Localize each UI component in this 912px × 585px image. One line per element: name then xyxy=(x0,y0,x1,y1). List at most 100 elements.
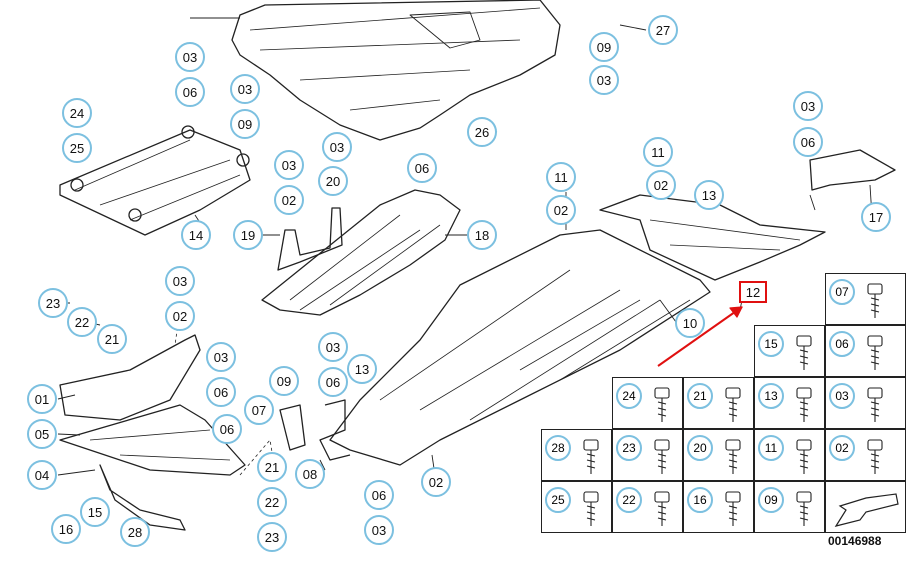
fastener-label: 11 xyxy=(758,435,784,461)
callout-04: 04 xyxy=(27,460,57,490)
fastener-cell-22: 22 xyxy=(612,481,683,533)
direction-arrow-box xyxy=(825,481,906,533)
strip-04-outline xyxy=(99,464,186,531)
callout-02: 02 xyxy=(546,195,576,225)
callout-02: 02 xyxy=(274,185,304,215)
callout-03: 03 xyxy=(318,332,348,362)
side-shield-05-outline xyxy=(59,404,246,476)
fastener-label: 09 xyxy=(758,487,784,513)
fastener-label: 25 xyxy=(545,487,571,513)
bracket-08-outline xyxy=(319,399,351,461)
fastener-label: 13 xyxy=(758,383,784,409)
callout-17: 17 xyxy=(861,202,891,232)
fastener-label: 28 xyxy=(545,435,571,461)
callout-highlighted: 12 xyxy=(739,281,767,303)
fastener-icon xyxy=(583,491,599,526)
fastener-icon xyxy=(796,491,812,526)
callout-28: 28 xyxy=(120,517,150,547)
fastener-label: 16 xyxy=(687,487,713,513)
callout-26: 26 xyxy=(467,117,497,147)
callout-11: 11 xyxy=(546,162,576,192)
callout-05: 05 xyxy=(27,419,57,449)
floor-panel-outline xyxy=(329,229,711,466)
fastener-cell-23: 23 xyxy=(612,429,683,481)
fastener-label: 20 xyxy=(687,435,713,461)
callout-03: 03 xyxy=(589,65,619,95)
fastener-label: 07 xyxy=(829,279,855,305)
fastener-cell-20: 20 xyxy=(683,429,754,481)
direction-arrow-icon xyxy=(834,493,899,527)
panel-13-outline xyxy=(599,194,826,281)
fastener-cell-06: 06 xyxy=(825,325,906,377)
fastener-label: 15 xyxy=(758,331,784,357)
fastener-icon xyxy=(583,439,599,474)
engine-shield-outline xyxy=(231,0,561,141)
callout-06: 06 xyxy=(175,77,205,107)
callout-22: 22 xyxy=(257,487,287,517)
callout-08: 08 xyxy=(295,459,325,489)
fastener-icon xyxy=(867,387,883,422)
callout-19: 19 xyxy=(233,220,263,250)
highlight-arrow xyxy=(657,306,743,367)
fastener-cell-24: 24 xyxy=(612,377,683,429)
fastener-cell-03: 03 xyxy=(825,377,906,429)
bracket-17-outline xyxy=(809,149,896,191)
fastener-icon xyxy=(654,387,670,422)
fastener-label: 23 xyxy=(616,435,642,461)
fastener-icon xyxy=(725,439,741,474)
callout-03: 03 xyxy=(175,42,205,72)
callout-06: 06 xyxy=(364,480,394,510)
callout-06: 06 xyxy=(212,414,242,444)
callout-02: 02 xyxy=(646,170,676,200)
fastener-icon xyxy=(796,387,812,422)
callout-20: 20 xyxy=(318,166,348,196)
callout-24: 24 xyxy=(62,98,92,128)
callout-03: 03 xyxy=(230,74,260,104)
fastener-cell-16: 16 xyxy=(683,481,754,533)
callout-06: 06 xyxy=(793,127,823,157)
callout-06: 06 xyxy=(318,367,348,397)
callout-22: 22 xyxy=(67,307,97,337)
fastener-cell-21: 21 xyxy=(683,377,754,429)
callout-10: 10 xyxy=(675,308,705,338)
fastener-icon xyxy=(867,439,883,474)
fastener-cell-13: 13 xyxy=(754,377,825,429)
callout-03: 03 xyxy=(793,91,823,121)
fastener-label: 03 xyxy=(829,383,855,409)
callout-25: 25 xyxy=(62,133,92,163)
callout-03: 03 xyxy=(206,342,236,372)
fastener-icon xyxy=(654,491,670,526)
callout-06: 06 xyxy=(206,377,236,407)
callout-03: 03 xyxy=(322,132,352,162)
fastener-cell-02: 02 xyxy=(825,429,906,481)
callout-09: 09 xyxy=(269,366,299,396)
callout-23: 23 xyxy=(38,288,68,318)
fastener-icon xyxy=(725,491,741,526)
mount-bracket-outline xyxy=(277,207,343,271)
side-panel-18-outline xyxy=(261,189,461,316)
callout-14: 14 xyxy=(181,220,211,250)
callout-13: 13 xyxy=(347,354,377,384)
callout-18: 18 xyxy=(467,220,497,250)
fastener-label: 06 xyxy=(829,331,855,357)
fastener-label: 02 xyxy=(829,435,855,461)
fastener-icon xyxy=(725,387,741,422)
fastener-label: 22 xyxy=(616,487,642,513)
fastener-cell-11: 11 xyxy=(754,429,825,481)
fastener-icon xyxy=(796,335,812,370)
fastener-icon xyxy=(796,439,812,474)
callout-03: 03 xyxy=(165,266,195,296)
document-number: 00146988 xyxy=(828,534,882,548)
fastener-label: 21 xyxy=(687,383,713,409)
callout-03: 03 xyxy=(274,150,304,180)
callout-27: 27 xyxy=(648,15,678,45)
callout-01: 01 xyxy=(27,384,57,414)
fastener-icon xyxy=(867,335,883,370)
fastener-icon xyxy=(867,283,883,318)
callout-07: 07 xyxy=(244,395,274,425)
callout-02: 02 xyxy=(421,467,451,497)
callout-03: 03 xyxy=(364,515,394,545)
